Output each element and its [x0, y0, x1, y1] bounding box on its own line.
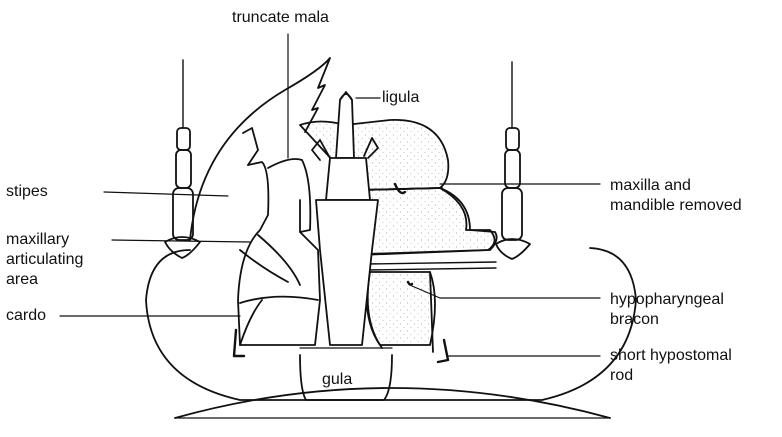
- label-maxillary: maxillary: [6, 230, 69, 249]
- label-gula: gula: [322, 370, 352, 389]
- label-hypopharyngeal: hypopharyngeal: [610, 290, 724, 309]
- right-antenna: [496, 62, 530, 259]
- label-area: area: [6, 270, 38, 289]
- label-truncate-mala: truncate mala: [232, 8, 329, 27]
- occipital-rim: [175, 388, 610, 418]
- label-stipes: stipes: [6, 182, 48, 201]
- left-mandible: [190, 58, 330, 240]
- label-rod: rod: [610, 366, 633, 385]
- leader-stipes: [104, 192, 228, 196]
- label-mandible-removed: mandible removed: [610, 196, 742, 215]
- label-articulating: articulating: [6, 250, 83, 269]
- label-maxilla-and: maxilla and: [610, 176, 691, 195]
- truncate-mala-shape: [268, 159, 310, 232]
- label-bracon: bracon: [610, 310, 659, 329]
- label-cardo: cardo: [6, 306, 46, 325]
- right-lower-region: [367, 272, 436, 345]
- label-short-hypostomal: short hypostomal: [610, 346, 732, 365]
- label-ligula: ligula: [382, 88, 419, 107]
- right-maxilla-removed: [300, 120, 448, 190]
- left-antenna: [165, 60, 200, 258]
